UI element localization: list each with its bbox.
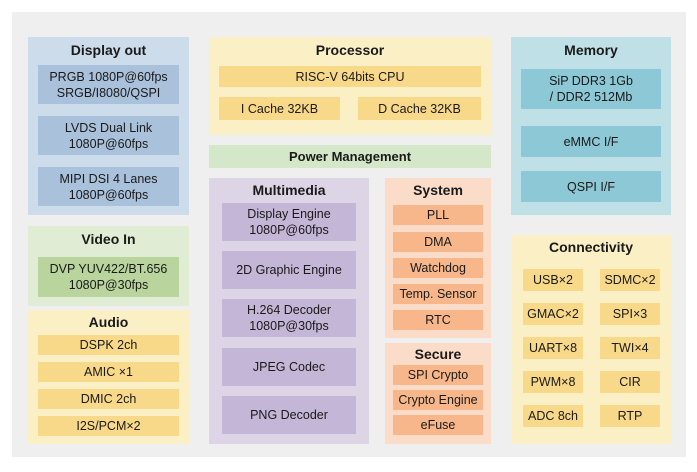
display-out-prgb: PRGB 1080P@60fps SRGB/I8080/QSPI bbox=[38, 65, 179, 104]
display-out-lvds: LVDS Dual Link 1080P@60fps bbox=[38, 116, 179, 155]
conn-adc: ADC 8ch bbox=[523, 405, 583, 427]
secure-efuse: eFuse bbox=[393, 415, 483, 435]
secure-title: Secure bbox=[414, 346, 462, 362]
audio-title: Audio bbox=[88, 314, 129, 330]
memory-sip-ddr: SiP DDR3 1Gb / DDR2 512Mb bbox=[521, 69, 661, 109]
display-out-panel: Display out PRGB 1080P@60fps SRGB/I8080/… bbox=[28, 37, 189, 215]
processor-title: Processor bbox=[315, 42, 385, 58]
system-temp-sensor: Temp. Sensor bbox=[393, 284, 483, 304]
video-in-panel: Video In DVP YUV422/BT.656 1080P@30fps bbox=[28, 226, 189, 306]
audio-dmic: DMIC 2ch bbox=[38, 389, 179, 409]
system-panel: System PLL DMA Watchdog Temp. Sensor RTC bbox=[385, 178, 491, 338]
dcache-box: D Cache 32KB bbox=[358, 97, 481, 120]
system-dma: DMA bbox=[393, 232, 483, 252]
display-out-title: Display out bbox=[70, 42, 147, 58]
multimedia-jpeg: JPEG Codec bbox=[222, 348, 356, 386]
display-out-mipi: MIPI DSI 4 Lanes 1080P@60fps bbox=[38, 167, 179, 206]
icache-box: I Cache 32KB bbox=[219, 97, 340, 120]
system-watchdog: Watchdog bbox=[393, 258, 483, 278]
multimedia-panel: Multimedia Display Engine 1080P@60fps 2D… bbox=[209, 178, 369, 444]
memory-emmc: eMMC I/F bbox=[521, 126, 661, 157]
memory-title: Memory bbox=[564, 42, 618, 58]
secure-spi-crypto: SPI Crypto bbox=[393, 365, 483, 385]
conn-cir: CIR bbox=[600, 371, 660, 393]
power-management-bar: Power Management bbox=[209, 145, 491, 168]
audio-dspk: DSPK 2ch bbox=[38, 335, 179, 355]
conn-uart: UART×8 bbox=[523, 337, 583, 359]
connectivity-title: Connectivity bbox=[548, 239, 633, 255]
video-in-dvp: DVP YUV422/BT.656 1080P@30fps bbox=[38, 257, 179, 297]
conn-twi: TWI×4 bbox=[600, 337, 660, 359]
memory-panel: Memory SiP DDR3 1Gb / DDR2 512Mb eMMC I/… bbox=[511, 37, 671, 215]
system-pll: PLL bbox=[393, 205, 483, 225]
multimedia-png: PNG Decoder bbox=[222, 396, 356, 434]
multimedia-title: Multimedia bbox=[252, 182, 326, 198]
secure-crypto-engine: Crypto Engine bbox=[393, 390, 483, 410]
processor-panel: Processor RISC-V 64bits CPU I Cache 32KB… bbox=[209, 37, 491, 135]
conn-sdmc: SDMC×2 bbox=[600, 269, 660, 291]
conn-spi: SPI×3 bbox=[600, 303, 660, 325]
conn-gmac: GMAC×2 bbox=[523, 303, 583, 325]
audio-panel: Audio DSPK 2ch AMIC ×1 DMIC 2ch I2S/PCM×… bbox=[28, 310, 189, 444]
system-rtc: RTC bbox=[393, 310, 483, 330]
audio-amic: AMIC ×1 bbox=[38, 362, 179, 382]
conn-usb: USB×2 bbox=[523, 269, 583, 291]
system-title: System bbox=[413, 182, 463, 198]
multimedia-h264: H.264 Decoder 1080P@30fps bbox=[222, 299, 356, 337]
video-in-title: Video In bbox=[81, 231, 136, 247]
connectivity-panel: Connectivity USB×2 SDMC×2 GMAC×2 SPI×3 U… bbox=[511, 235, 671, 444]
conn-pwm: PWM×8 bbox=[523, 371, 583, 393]
conn-rtp: RTP bbox=[600, 405, 660, 427]
secure-panel: Secure SPI Crypto Crypto Engine eFuse bbox=[385, 343, 491, 444]
cpu-box: RISC-V 64bits CPU bbox=[219, 66, 481, 87]
memory-qspi: QSPI I/F bbox=[521, 171, 661, 202]
multimedia-2d-graphic: 2D Graphic Engine bbox=[222, 251, 356, 289]
multimedia-display-engine: Display Engine 1080P@60fps bbox=[222, 203, 356, 241]
audio-i2s: I2S/PCM×2 bbox=[38, 416, 179, 436]
